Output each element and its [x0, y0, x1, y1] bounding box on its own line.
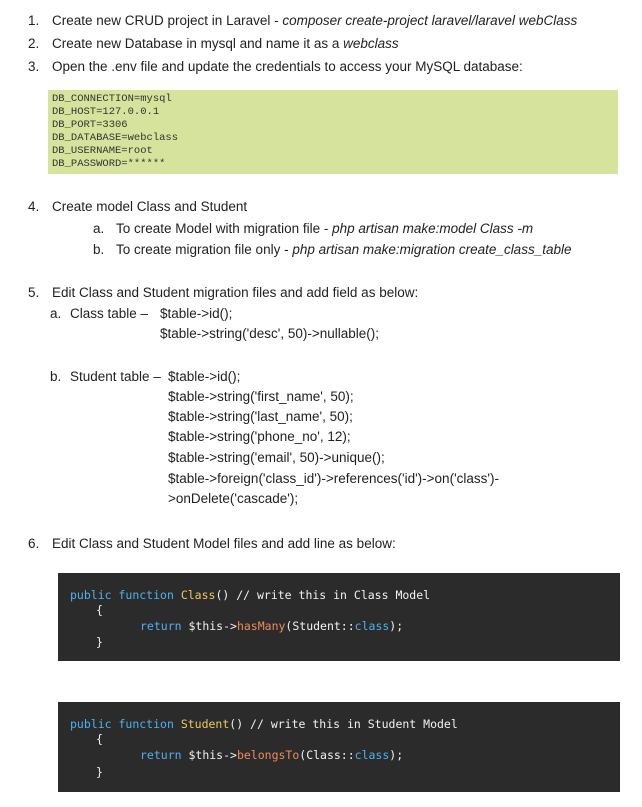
step-number: 2.	[28, 36, 40, 51]
step-text: Open the .env file and update the creden…	[52, 59, 523, 74]
student-model-code-block: public function Student() // write this …	[58, 702, 620, 792]
migration-line: $table->id();	[168, 369, 241, 384]
command-text: php artisan make:model Class -m	[332, 221, 534, 236]
step-number: 3.	[28, 59, 40, 74]
sub-step-text: To create migration file only - php arti…	[116, 242, 572, 257]
step-number: 5.	[28, 285, 40, 300]
migration-line: $table->foreign('class_id')->references(…	[168, 471, 499, 486]
command-text: php artisan make:migration create_class_…	[292, 242, 572, 257]
sub-step-label: a.	[50, 306, 62, 321]
step-text: Create new CRUD project in Laravel - com…	[52, 13, 578, 28]
database-name: webclass	[343, 36, 399, 51]
env-config-block: DB_CONNECTION=mysql DB_HOST=127.0.0.1 DB…	[48, 90, 618, 174]
migration-line: $table->string('last_name', 50);	[168, 409, 353, 424]
command-text: composer create-project laravel/laravel …	[282, 13, 578, 28]
migration-line: $table->string('email', 50)->unique();	[168, 450, 385, 465]
migration-line: >onDelete('cascade');	[168, 491, 299, 506]
env-line: DB_USERNAME=root	[52, 145, 153, 157]
class-model-code-block: public function Class() // write this in…	[58, 573, 620, 661]
code-line: public function Student() // write this …	[70, 717, 458, 731]
step-text: Create model Class and Student	[52, 199, 248, 214]
migration-line: $table->string('desc', 50)->nullable();	[160, 326, 380, 341]
step-number: 4.	[28, 199, 40, 214]
sub-step-label: b.	[93, 242, 105, 257]
step-text: Edit Class and Student migration files a…	[52, 285, 419, 300]
code-line: }	[96, 765, 103, 779]
env-line: DB_PASSWORD=******	[52, 158, 166, 170]
migration-line: $table->string('phone_no', 12);	[168, 429, 351, 444]
code-line: }	[96, 635, 103, 649]
sub-step-label: b.	[50, 369, 62, 384]
step-number: 6.	[28, 536, 40, 551]
env-line: DB_PORT=3306	[52, 119, 128, 131]
sub-step-label: a.	[93, 221, 105, 236]
code-line: return $this->belongsTo(Class::class);	[140, 748, 404, 762]
migration-line: $table->id();	[160, 306, 233, 321]
student-table-title: Student table –	[70, 369, 161, 384]
step-text: Create new Database in mysql and name it…	[52, 36, 399, 51]
migration-line: $table->string('first_name', 50);	[168, 389, 354, 404]
code-line: {	[96, 732, 103, 746]
step-number: 1.	[28, 13, 40, 28]
env-line: DB_DATABASE=webclass	[52, 132, 179, 144]
class-table-title: Class table –	[70, 306, 149, 321]
env-line: DB_CONNECTION=mysql	[52, 93, 172, 105]
code-line: public function Class() // write this in…	[70, 588, 431, 602]
step-text: Edit Class and Student Model files and a…	[52, 536, 396, 551]
sub-step-text: To create Model with migration file - ph…	[116, 221, 534, 236]
env-line: DB_HOST=127.0.0.1	[52, 106, 160, 118]
code-line: {	[96, 603, 103, 617]
code-line: return $this->hasMany(Student::class);	[140, 619, 404, 633]
